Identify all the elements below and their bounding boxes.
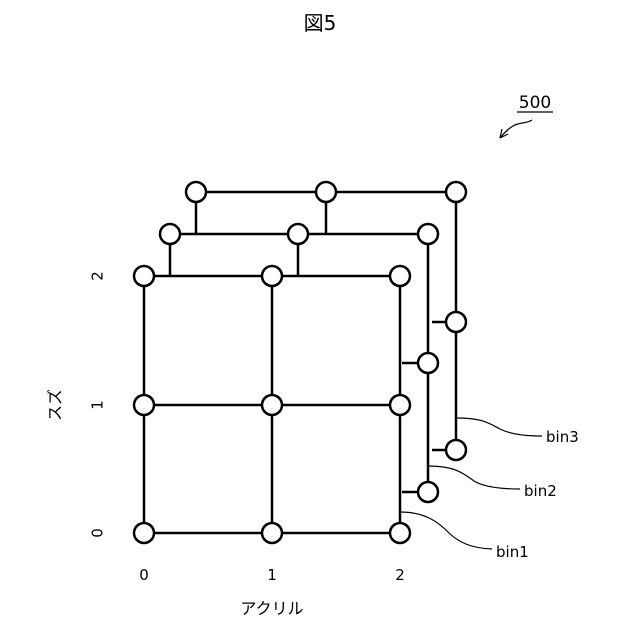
node-bin3-0-2	[186, 182, 206, 202]
node-bin1-0-2	[134, 266, 154, 286]
node-bin1-1-1	[262, 395, 282, 415]
node-bin1-0-0	[134, 523, 154, 543]
bin1-label: bin1	[496, 543, 529, 561]
y-tick-1: 1	[89, 400, 107, 410]
x-tick-1: 1	[267, 566, 277, 584]
node-bin2-2-0	[418, 482, 438, 502]
node-bin3-1-2	[316, 182, 336, 202]
node-bin2-2-2	[418, 224, 438, 244]
bin2-label: bin2	[524, 482, 557, 500]
node-bin3-2-2	[446, 182, 466, 202]
node-bin1-2-1	[390, 395, 410, 415]
y-tick-0: 0	[89, 528, 107, 538]
bin3-label: bin3	[546, 428, 579, 446]
x-axis-label: アクリル	[240, 599, 303, 618]
y-axis-label: スズ	[46, 389, 65, 421]
node-bin2-0-2	[160, 224, 180, 244]
bin2-leader-line	[428, 466, 520, 489]
node-bin2-2-1	[418, 353, 438, 373]
figure-title: 図5	[304, 11, 337, 35]
x-tick-0: 0	[139, 566, 149, 584]
node-bin1-2-0	[390, 523, 410, 543]
node-bin3-2-0	[446, 440, 466, 460]
y-tick-2: 2	[89, 271, 107, 281]
x-tick-2: 2	[395, 566, 405, 584]
reference-number: 500	[519, 93, 551, 113]
node-bin2-1-2	[288, 224, 308, 244]
grid-bin1	[134, 266, 410, 543]
node-bin1-1-2	[262, 266, 282, 286]
node-bin1-0-1	[134, 395, 154, 415]
bin1-leader-line	[400, 512, 492, 549]
node-bin1-2-2	[390, 266, 410, 286]
node-bin3-2-1	[446, 312, 466, 332]
bin3-leader-line	[456, 418, 542, 436]
node-bin1-1-0	[262, 523, 282, 543]
